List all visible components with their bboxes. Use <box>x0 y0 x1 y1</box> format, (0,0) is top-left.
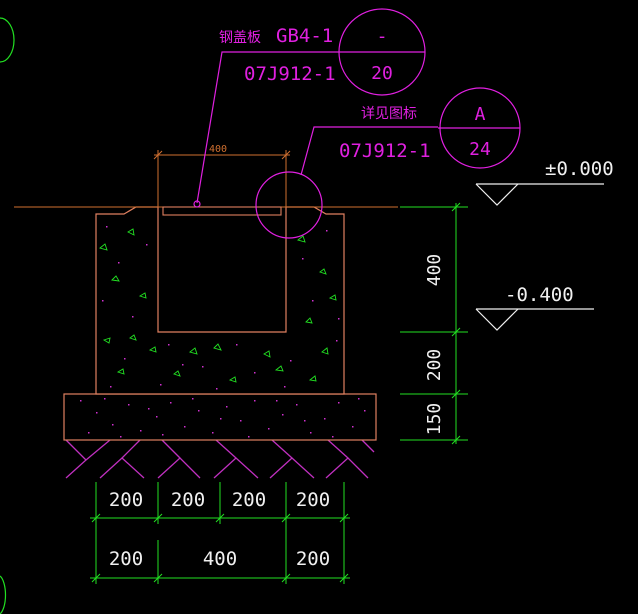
detail-callout-atlas: 07J912-1 <box>339 140 431 162</box>
trench-body <box>95 206 345 395</box>
horizontal-dim-row2-2: 400 <box>203 548 237 570</box>
cover-callout-spec: GB4-1 <box>276 25 333 47</box>
earth-hatch <box>65 439 375 479</box>
edge-arc-bottom <box>0 575 7 614</box>
foundation-base <box>63 393 377 441</box>
edge-arc-top <box>0 17 15 63</box>
cover-callout-leader <box>193 8 426 208</box>
elevation-bottom-label: -0.400 <box>505 284 574 306</box>
elevation-mark-bottom <box>475 308 594 331</box>
horizontal-dim-row1-4: 200 <box>296 489 330 511</box>
elevation-mark-ground <box>475 183 604 206</box>
vertical-dim-400: 400 <box>424 254 445 287</box>
detail-callout-circle-top: A <box>475 104 486 125</box>
detail-callout-circle-bottom: 24 <box>469 139 491 160</box>
foundation-speckle <box>80 398 366 438</box>
cover-callout-circle-top: - <box>377 26 388 47</box>
horizontal-dim-row1-3: 200 <box>232 489 266 511</box>
vertical-dimension-lines <box>400 202 468 445</box>
horizontal-dim-row1-2: 200 <box>171 489 205 511</box>
steel-cover-plate <box>162 206 282 216</box>
horizontal-dim-row2-3: 200 <box>296 548 330 570</box>
concrete-speckle <box>102 226 340 390</box>
elevation-ground-label: ±0.000 <box>545 158 614 180</box>
opening-dimension <box>153 150 291 207</box>
vertical-dim-200: 200 <box>424 349 445 382</box>
cover-callout-circle-bottom: 20 <box>371 63 393 84</box>
opening-width-label: 400 <box>209 144 227 155</box>
horizontal-dim-row1-1: 200 <box>109 489 143 511</box>
cover-callout-atlas: 07J912-1 <box>244 63 336 85</box>
horizontal-dim-row2-1: 200 <box>109 548 143 570</box>
vertical-dim-150: 150 <box>424 403 445 436</box>
concrete-aggregate <box>99 228 337 383</box>
cover-callout-title: 钢盖板 <box>219 30 261 46</box>
horizontal-dimension-lines <box>90 482 350 584</box>
detail-callout-title: 详见图标 <box>361 106 417 122</box>
detail-callout-leader <box>255 87 521 239</box>
